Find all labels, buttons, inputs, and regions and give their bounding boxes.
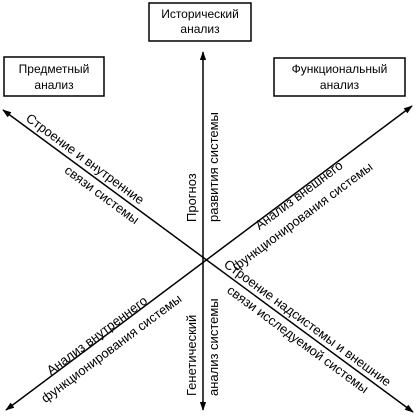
label-forecast-line2: развития системы (206, 112, 221, 222)
label-internal-functioning: Анализ внутреннего функционирования сист… (38, 291, 184, 406)
label-internal-functioning-line2: функционирования системы (38, 291, 184, 406)
box-subject-line1: Предметный (19, 62, 90, 76)
label-genetic-line1: Генетический (184, 315, 199, 396)
label-genetic-line2: анализ системы (206, 298, 221, 396)
label-forecast-line1: Прогноз (184, 173, 199, 222)
label-supersystem-line1: Строение надсистемы и внешние (221, 256, 394, 389)
label-genetic: Генетический анализ системы (184, 298, 221, 396)
box-functional-line2: анализ (320, 78, 360, 92)
box-functional-analysis: Функциональный анализ (273, 57, 406, 97)
label-structure-internal-line1: Строение и внутренние (23, 110, 147, 207)
label-supersystem-line2: связи исследуемой системы (224, 282, 371, 396)
box-functional-line1: Функциональный (292, 62, 388, 76)
box-historical-line2: анализ (180, 22, 220, 36)
label-external-functioning-line2: функционирования системы (229, 159, 375, 274)
box-historical-line1: Исторический (161, 7, 239, 21)
box-historical-analysis: Исторический анализ (148, 2, 252, 42)
label-external-functioning: Анализ внешнего функционирования системы (229, 158, 375, 274)
box-subject-line2: анализ (34, 78, 74, 92)
box-subject-analysis: Предметный анализ (3, 56, 105, 97)
arrow-diagonal-anti (5, 105, 413, 411)
label-forecast: Прогноз развития системы (184, 112, 221, 222)
